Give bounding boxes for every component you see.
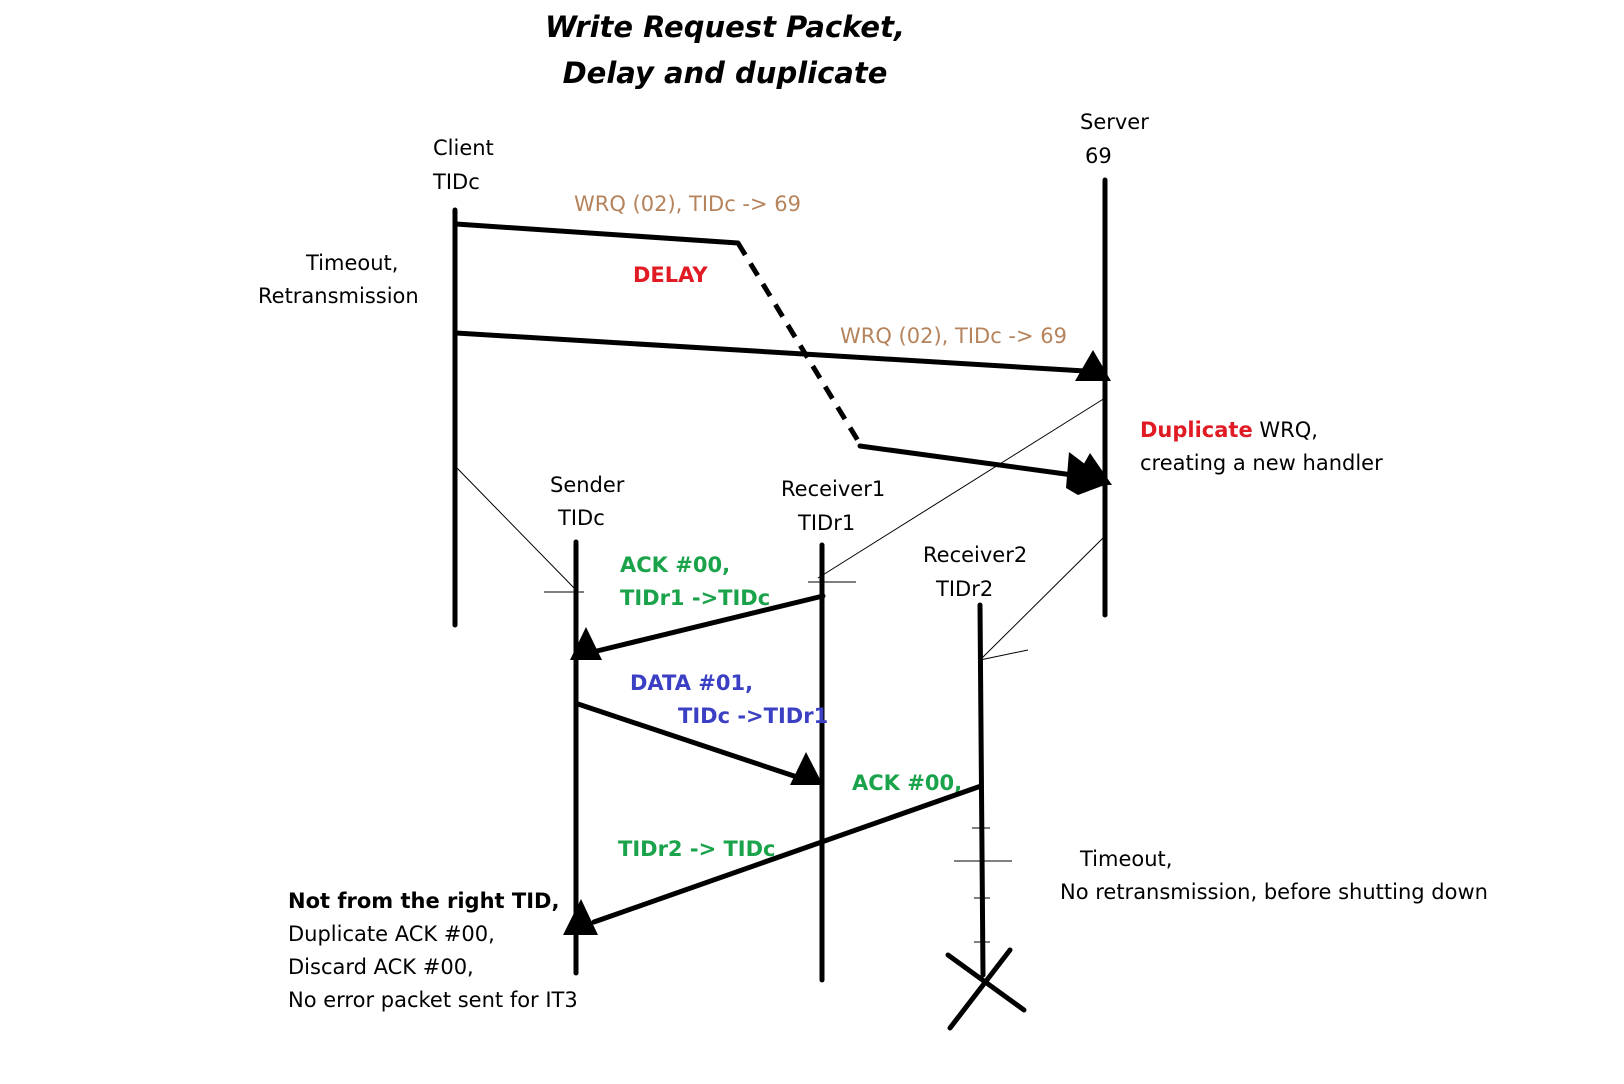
ack-r1-arrow <box>594 593 826 654</box>
ack-r1-arrowhead <box>570 627 602 660</box>
wrq-retransmit-arrow <box>453 330 1088 374</box>
receiver1-label: Receiver1 <box>781 477 885 501</box>
ack-r2-arrow <box>591 783 984 925</box>
client-tid-label: TIDc <box>432 170 480 194</box>
wrq-retransmit-arrowhead <box>1075 350 1111 381</box>
ack-r1-line1: ACK #00, <box>620 553 730 577</box>
spawn-receiver2-line <box>979 535 1106 661</box>
sender-tid-label: TIDc <box>557 506 605 530</box>
server-port-label: 69 <box>1085 144 1112 168</box>
ack-r2-arrowhead <box>563 899 598 935</box>
sender-label: Sender <box>550 473 625 497</box>
duplicate-rest: WRQ, <box>1253 418 1318 442</box>
ack-r1-line2: TIDr1 ->TIDc <box>620 586 770 610</box>
spawn-receiver1-line <box>817 397 1106 579</box>
terminate-x-stroke2 <box>947 947 1013 1031</box>
receiver1-tid-label: TIDr1 <box>797 511 855 535</box>
wrq-delayed-arrow-end <box>857 443 1083 479</box>
wrq-delayed-label: WRQ (02), TIDc -> 69 <box>574 192 801 216</box>
duplicate-note-line2: creating a new handler <box>1140 451 1383 475</box>
data-arrowhead <box>790 752 823 785</box>
spawn-sender-line <box>455 466 579 593</box>
ack-r2-line1: ACK #00, <box>852 771 962 795</box>
wrong-tid-line4: No error packet sent for IT3 <box>288 988 578 1012</box>
ack-r2-line2: TIDr2 -> TIDc <box>618 837 776 861</box>
wrong-tid-line2: Duplicate ACK #00, <box>288 922 495 946</box>
receiver2-label: Receiver2 <box>923 543 1027 567</box>
wrq-delayed-arrow-start <box>453 221 741 246</box>
client-timeout-line1: Timeout, <box>305 251 398 275</box>
r2-timeout-line1: Timeout, <box>1079 847 1172 871</box>
title-line1: Write Request Packet, <box>545 10 905 44</box>
receiver2-lifeline <box>977 602 986 978</box>
wrq-delayed-arrowhead-tri <box>1072 453 1112 485</box>
delay-label: DELAY <box>633 263 708 287</box>
server-label: Server <box>1080 110 1149 134</box>
wrq-delayed-dashed-segment <box>735 241 863 446</box>
data-arrow <box>575 701 803 781</box>
data-line1: DATA #01, <box>630 671 753 695</box>
wrong-tid-line1: Not from the right TID, <box>288 889 559 913</box>
wrq-retransmit-label: WRQ (02), TIDc -> 69 <box>840 324 1067 348</box>
spawn-receiver2-tick <box>979 649 1029 661</box>
title-line2: Delay and duplicate <box>563 56 888 90</box>
receiver2-tid-label: TIDr2 <box>935 577 993 601</box>
r2-timeout-line2: No retransmission, before shutting down <box>1060 880 1488 904</box>
data-line2: TIDc ->TIDr1 <box>678 704 828 728</box>
wrong-tid-line3: Discard ACK #00, <box>288 955 474 979</box>
duplicate-word: Duplicate <box>1140 418 1253 442</box>
client-label: Client <box>433 136 494 160</box>
duplicate-note-line1: Duplicate WRQ, <box>1140 418 1318 442</box>
client-timeout-line2: Retransmission <box>258 284 419 308</box>
